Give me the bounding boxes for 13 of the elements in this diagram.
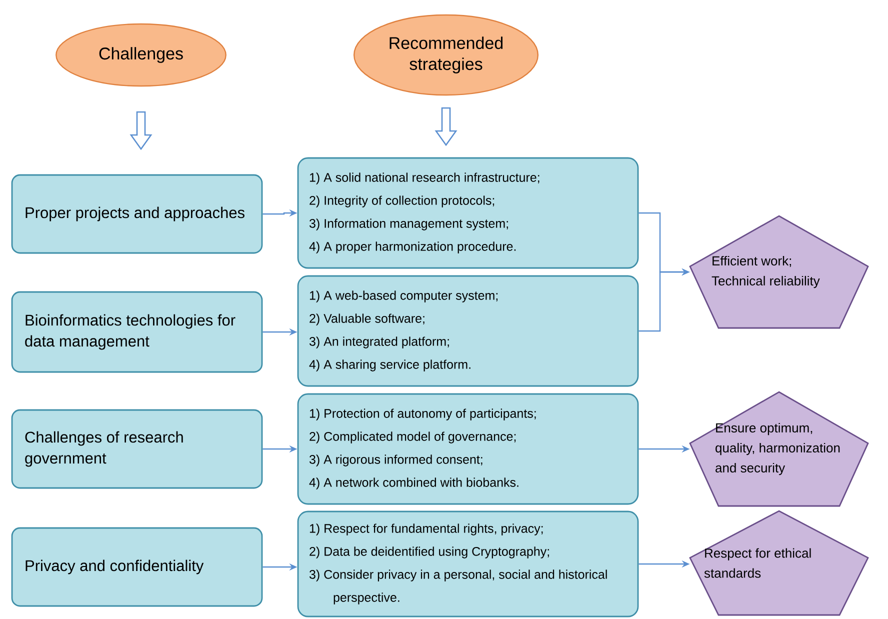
strategy-list-box: 1) Protection of autonomy of participants; 2) Complicated model of governance; 3) A rigorous informed consent; 4) A network combined with biobanks. <box>297 393 639 505</box>
strategy-list-box: 1) A web-based computer system; 2) Valuable software; 3) An integrated platform; 4) A sharing service platform. <box>297 275 639 387</box>
hollow-arrow <box>130 111 152 150</box>
challenge-box: Bioinformatics technologies for data management <box>11 291 263 373</box>
challenge-box: Proper projects and approaches <box>11 174 263 254</box>
challenge-box: Privacy and confidentiality <box>11 527 263 607</box>
strategy-list-box: 1) Respect for fundamental rights, privacy; 2) Data be deidentified using Cryptography; 3) Consider privacy in a personal, social and historical perspective. <box>297 510 639 618</box>
outcome-pentagon: Respect for ethical standards <box>689 510 869 616</box>
outcome-pentagon: Ensure optimum, quality, harmonization and security <box>689 391 869 507</box>
challenge-box: Challenges of research government <box>11 409 263 489</box>
strategy-list-box: 1) A solid national research infrastructure; 2) Integrity of collection protocols; 3) Information management system; 4) A proper harmonization procedure. <box>297 157 639 269</box>
outcome-pentagon: Efficient work; Technical reliability <box>689 215 869 329</box>
hollow-arrow <box>434 107 458 146</box>
